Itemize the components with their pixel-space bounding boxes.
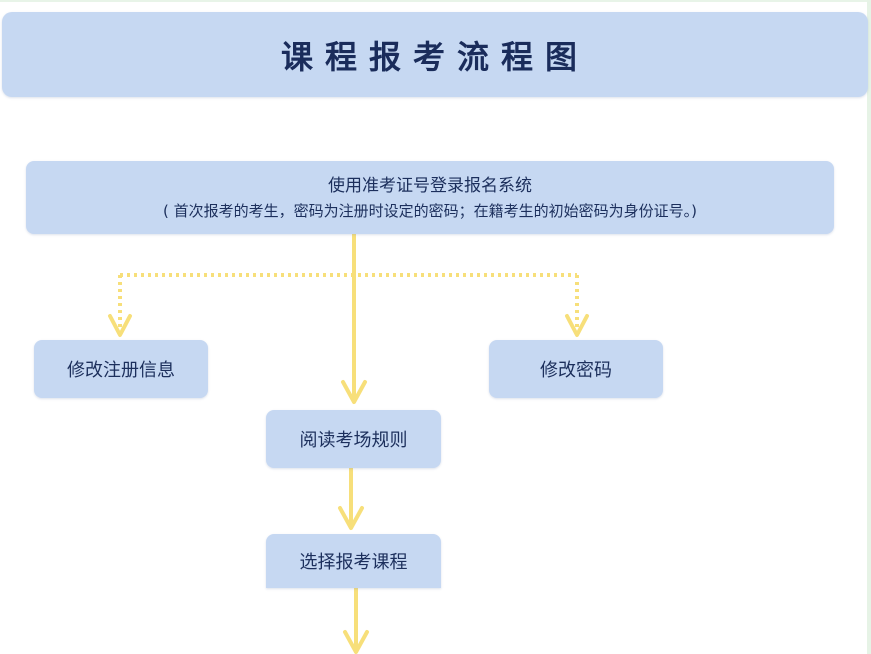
arrowhead-modify-registration (108, 314, 132, 337)
arrowhead-rules (341, 380, 367, 404)
arrowhead-modify-password (565, 314, 589, 337)
page-title: 课程报考流程图 (280, 37, 589, 76)
right-frame-edge (867, 0, 871, 654)
node-modify-password: 修改密码 (489, 340, 663, 398)
node-read-rules: 阅读考场规则 (266, 410, 441, 468)
node-select-courses: 选择报考课程 (266, 534, 441, 588)
node-modify-password-label: 修改密码 (540, 360, 612, 381)
title-banner: 课程报考流程图 (2, 12, 868, 97)
login-password-note: ( 首次报考的考生，密码为注册时设定的密码；在籍考生的初始密码为身份证号。) (163, 201, 697, 220)
node-select-courses-label: 选择报考课程 (299, 552, 408, 573)
node-read-rules-label: 阅读考场规则 (299, 430, 408, 451)
arrowhead-course (338, 506, 364, 530)
node-modify-registration: 修改注册信息 (34, 340, 208, 398)
node-login: 使用准考证号登录报名系统 ( 首次报考的考生，密码为注册时设定的密码；在籍考生的… (26, 161, 834, 234)
login-instruction: 使用准考证号登录报名系统 (328, 175, 532, 196)
top-frame-edge (0, 0, 871, 2)
arrowhead-next (343, 630, 369, 654)
node-modify-registration-label: 修改注册信息 (67, 360, 175, 381)
